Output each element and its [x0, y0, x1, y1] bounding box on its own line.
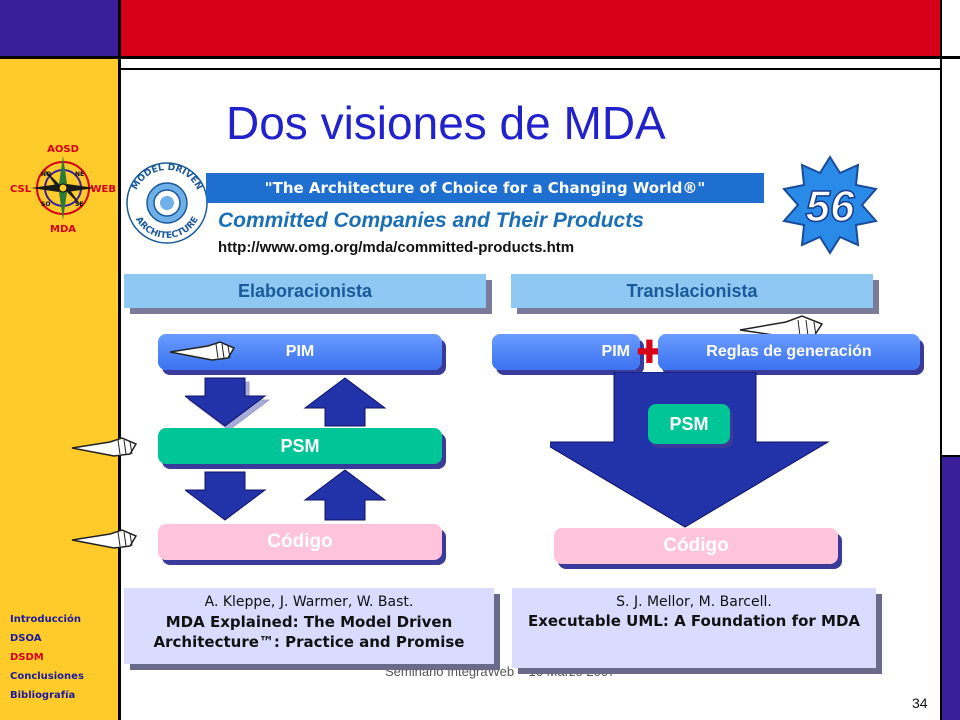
right-reference-title: Executable UML: A Foundation for MDA	[527, 612, 861, 630]
nav-item-conclusiones[interactable]: Conclusiones	[10, 671, 84, 682]
frame-line	[120, 68, 942, 70]
nav-item-bibliografia[interactable]: Bibliografía	[10, 690, 76, 701]
right-psm-box: PSM	[648, 404, 730, 444]
nav-menu: Introducción DSOA DSDM Conclusiones Bibl…	[10, 610, 84, 705]
elaboracionista-header: Elaboracionista	[124, 274, 486, 308]
left-psm-box: PSM	[158, 428, 442, 464]
compass-left-label: CSL	[10, 184, 32, 195]
top-bar	[120, 0, 942, 58]
translacionista-header: Translacionista	[511, 274, 873, 308]
compass-ne-label: NE	[75, 171, 84, 178]
left-code-box: Código	[158, 524, 442, 560]
right-reference-authors: S. J. Mellor, M. Barcell.	[616, 594, 772, 610]
omg-url[interactable]: http://www.omg.org/mda/committed-product…	[218, 239, 575, 256]
badge-number: 56	[806, 182, 855, 231]
compass-right-label: WEB	[91, 184, 116, 195]
page-number: 34	[912, 695, 928, 711]
left-reference: A. Kleppe, J. Warmer, W. Bast. MDA Expla…	[124, 588, 494, 664]
top-right-block	[942, 0, 960, 58]
top-left-block	[0, 0, 120, 58]
compass-top-label: AOSD	[47, 144, 79, 155]
compass-se-label: SE	[75, 201, 83, 208]
badge-56: 56	[782, 155, 878, 255]
compass-bottom-label: MDA	[50, 224, 76, 235]
quote-banner: "The Architecture of Choice for a Changi…	[206, 173, 764, 203]
nav-item-introduccion[interactable]: Introducción	[10, 614, 81, 625]
left-sidebar	[0, 58, 120, 720]
hand-pen-icon	[169, 341, 236, 361]
frame-line	[942, 455, 960, 457]
committed-companies-heading: Committed Companies and Their Products	[218, 209, 644, 232]
frame-line	[940, 0, 942, 720]
right-pim-box: PIM	[492, 334, 640, 370]
left-pim-box: PIM	[158, 334, 442, 370]
right-transform-arrow	[550, 372, 830, 528]
left-reference-title: MDA Explained: The Model Driven Architec…	[153, 613, 465, 651]
right-rules-box: Reglas de generación	[658, 334, 920, 370]
page-title: Dos visiones de MDA	[226, 97, 666, 149]
mda-logo: MODEL DRIVEN ARCHITECTURE	[126, 162, 208, 244]
right-reference: S. J. Mellor, M. Barcell. Executable UML…	[512, 588, 876, 668]
hand-pen-icon	[71, 529, 138, 549]
compass-no-label: NO	[41, 171, 51, 178]
right-bar	[942, 455, 960, 720]
frame-line	[118, 0, 121, 720]
left-reference-authors: A. Kleppe, J. Warmer, W. Bast.	[204, 594, 414, 610]
nav-item-dsoa[interactable]: DSOA	[10, 633, 42, 644]
right-code-box: Código	[554, 528, 838, 564]
compass-so-label: SO	[41, 201, 50, 208]
compass-logo: AOSD CSL WEB MDA NO NE SO SE	[10, 144, 116, 235]
hand-pen-icon	[71, 437, 138, 457]
nav-item-dsdm[interactable]: DSDM	[10, 652, 44, 663]
frame-line	[0, 56, 960, 59]
left-transform-arrows	[185, 377, 387, 521]
